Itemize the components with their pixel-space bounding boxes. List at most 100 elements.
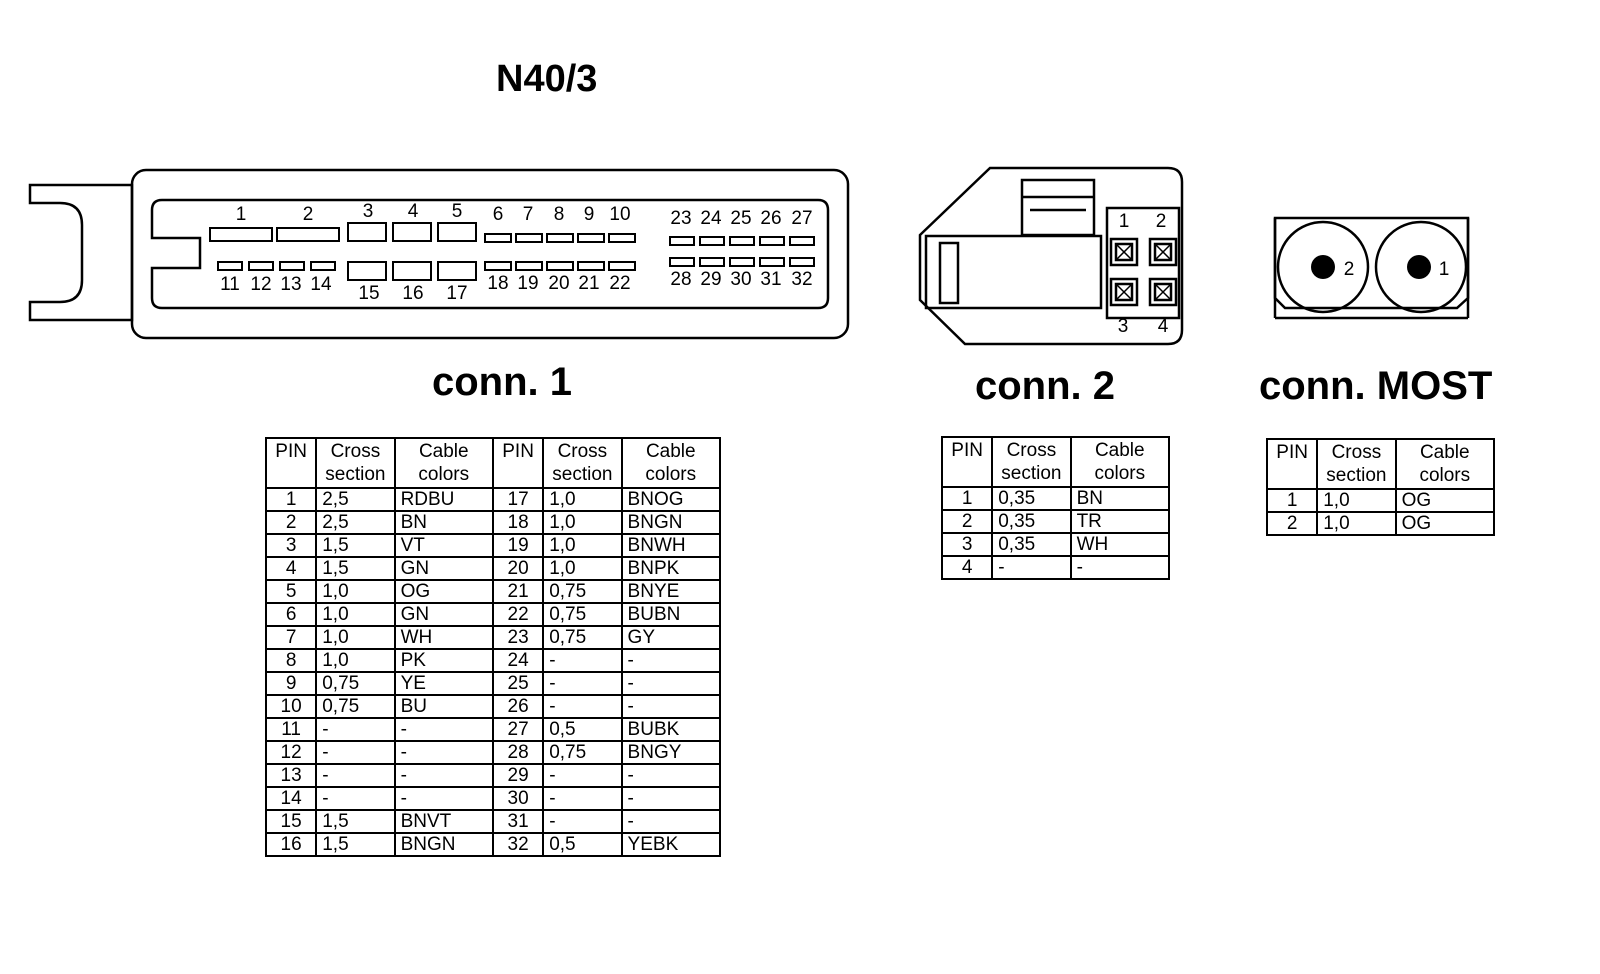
pin-number-label: 3 — [1118, 316, 1129, 337]
pin-cell: 32 — [491, 832, 545, 857]
pin-cell: 26 — [491, 694, 545, 719]
pin-slot — [608, 233, 636, 243]
header-cable-colors: Cable colors — [1394, 438, 1496, 490]
pin-number-label: 19 — [517, 273, 538, 294]
pin-slot — [347, 261, 387, 281]
pin-number-label: 20 — [548, 273, 569, 294]
cross-section-cell: - — [542, 671, 623, 696]
cross-section-cell: 1,5 — [315, 832, 396, 857]
cable-color-cell: - — [393, 763, 494, 788]
cross-section-cell: 0,35 — [991, 486, 1072, 511]
header-pin: PIN — [1265, 438, 1319, 490]
most-pin-label: 2 — [1344, 259, 1355, 280]
cable-color-cell: GN — [393, 556, 494, 581]
pin-cell: 10 — [264, 694, 318, 719]
cable-color-cell: - — [620, 809, 722, 834]
pin-cell: 21 — [491, 579, 545, 604]
cable-color-cell: GY — [620, 625, 722, 650]
pin-number-label: 23 — [670, 208, 691, 229]
cross-section-cell: - — [315, 717, 396, 742]
pin-cell: 8 — [264, 648, 318, 673]
header-cross-section: Cross section — [991, 436, 1072, 488]
pin-slot — [729, 236, 755, 246]
pin-number-label: 21 — [578, 273, 599, 294]
cable-color-cell: TR — [1069, 509, 1171, 534]
cross-section-cell: 0,75 — [315, 671, 396, 696]
pin-number-label: 7 — [523, 204, 534, 225]
conn1-housing — [28, 168, 850, 340]
pin-cell: 19 — [491, 533, 545, 558]
pin-slot — [310, 261, 336, 271]
pin-cell: 6 — [264, 602, 318, 627]
pin-cell: 3 — [940, 532, 994, 557]
cable-color-cell: WH — [1069, 532, 1171, 557]
cross-section-cell: - — [542, 694, 623, 719]
header-cable-colors: Cable colors — [1069, 436, 1171, 488]
cable-color-cell: BUBK — [620, 717, 722, 742]
cross-section-cell: - — [315, 763, 396, 788]
pin-slot — [515, 233, 543, 243]
cable-color-cell: BNWH — [620, 533, 722, 558]
cross-section-cell: 0,75 — [542, 579, 623, 604]
pin-slot — [248, 261, 274, 271]
cross-section-cell: - — [542, 648, 623, 673]
cable-color-cell: WH — [393, 625, 494, 650]
conn2-label: conn. 2 — [975, 364, 1116, 408]
cable-color-cell: - — [393, 740, 494, 765]
pin-slot — [437, 222, 477, 242]
table-row: 13--29-- — [264, 763, 722, 788]
pin-slot — [546, 261, 574, 271]
pin-number-label: 2 — [303, 204, 314, 225]
cable-color-cell: BNGY — [620, 740, 722, 765]
pin-cell: 14 — [264, 786, 318, 811]
cable-color-cell: BNGN — [620, 510, 722, 535]
pin-cell: 2 — [1265, 511, 1319, 536]
pin-number-label: 15 — [358, 283, 379, 304]
header-pin: PIN — [491, 437, 545, 489]
pin-cell: 11 — [264, 717, 318, 742]
table-header-row: PIN Cross section Cable colors — [1265, 438, 1496, 490]
cable-color-cell: GN — [393, 602, 494, 627]
pin-slot — [217, 261, 243, 271]
square-pin — [1109, 277, 1139, 307]
cable-color-cell: - — [620, 786, 722, 811]
pin-slot — [546, 233, 574, 243]
pin-slot — [392, 222, 432, 242]
pin-cell: 30 — [491, 786, 545, 811]
cross-section-cell: 1,0 — [315, 579, 396, 604]
pin-cell: 1 — [264, 487, 318, 512]
conn2-housing — [918, 166, 1184, 346]
conn1-label: conn. 1 — [432, 360, 573, 404]
cable-color-cell: BNVT — [393, 809, 494, 834]
cross-section-cell: 1,0 — [542, 510, 623, 535]
pin-slot — [729, 257, 755, 267]
pin-number-label: 18 — [487, 273, 508, 294]
pin-number-label: 25 — [730, 208, 751, 229]
most-label: conn. MOST — [1259, 364, 1493, 408]
cable-color-cell: BNOG — [620, 487, 722, 512]
most-pin-1 — [1407, 255, 1431, 279]
pin-cell: 17 — [491, 487, 545, 512]
cross-section-cell: 2,5 — [315, 487, 396, 512]
cable-color-cell: - — [1069, 555, 1171, 580]
cross-section-cell: - — [542, 786, 623, 811]
pin-number-label: 29 — [700, 269, 721, 290]
cross-section-cell: 1,5 — [315, 533, 396, 558]
header-cross-section: Cross section — [315, 437, 396, 489]
pin-number-label: 6 — [493, 204, 504, 225]
pin-number-label: 12 — [250, 274, 271, 295]
cable-color-cell: - — [620, 671, 722, 696]
pin-number-label: 31 — [760, 269, 781, 290]
cable-color-cell: - — [620, 763, 722, 788]
pin-number-label: 1 — [236, 204, 247, 225]
header-cross-section: Cross section — [1316, 438, 1397, 490]
